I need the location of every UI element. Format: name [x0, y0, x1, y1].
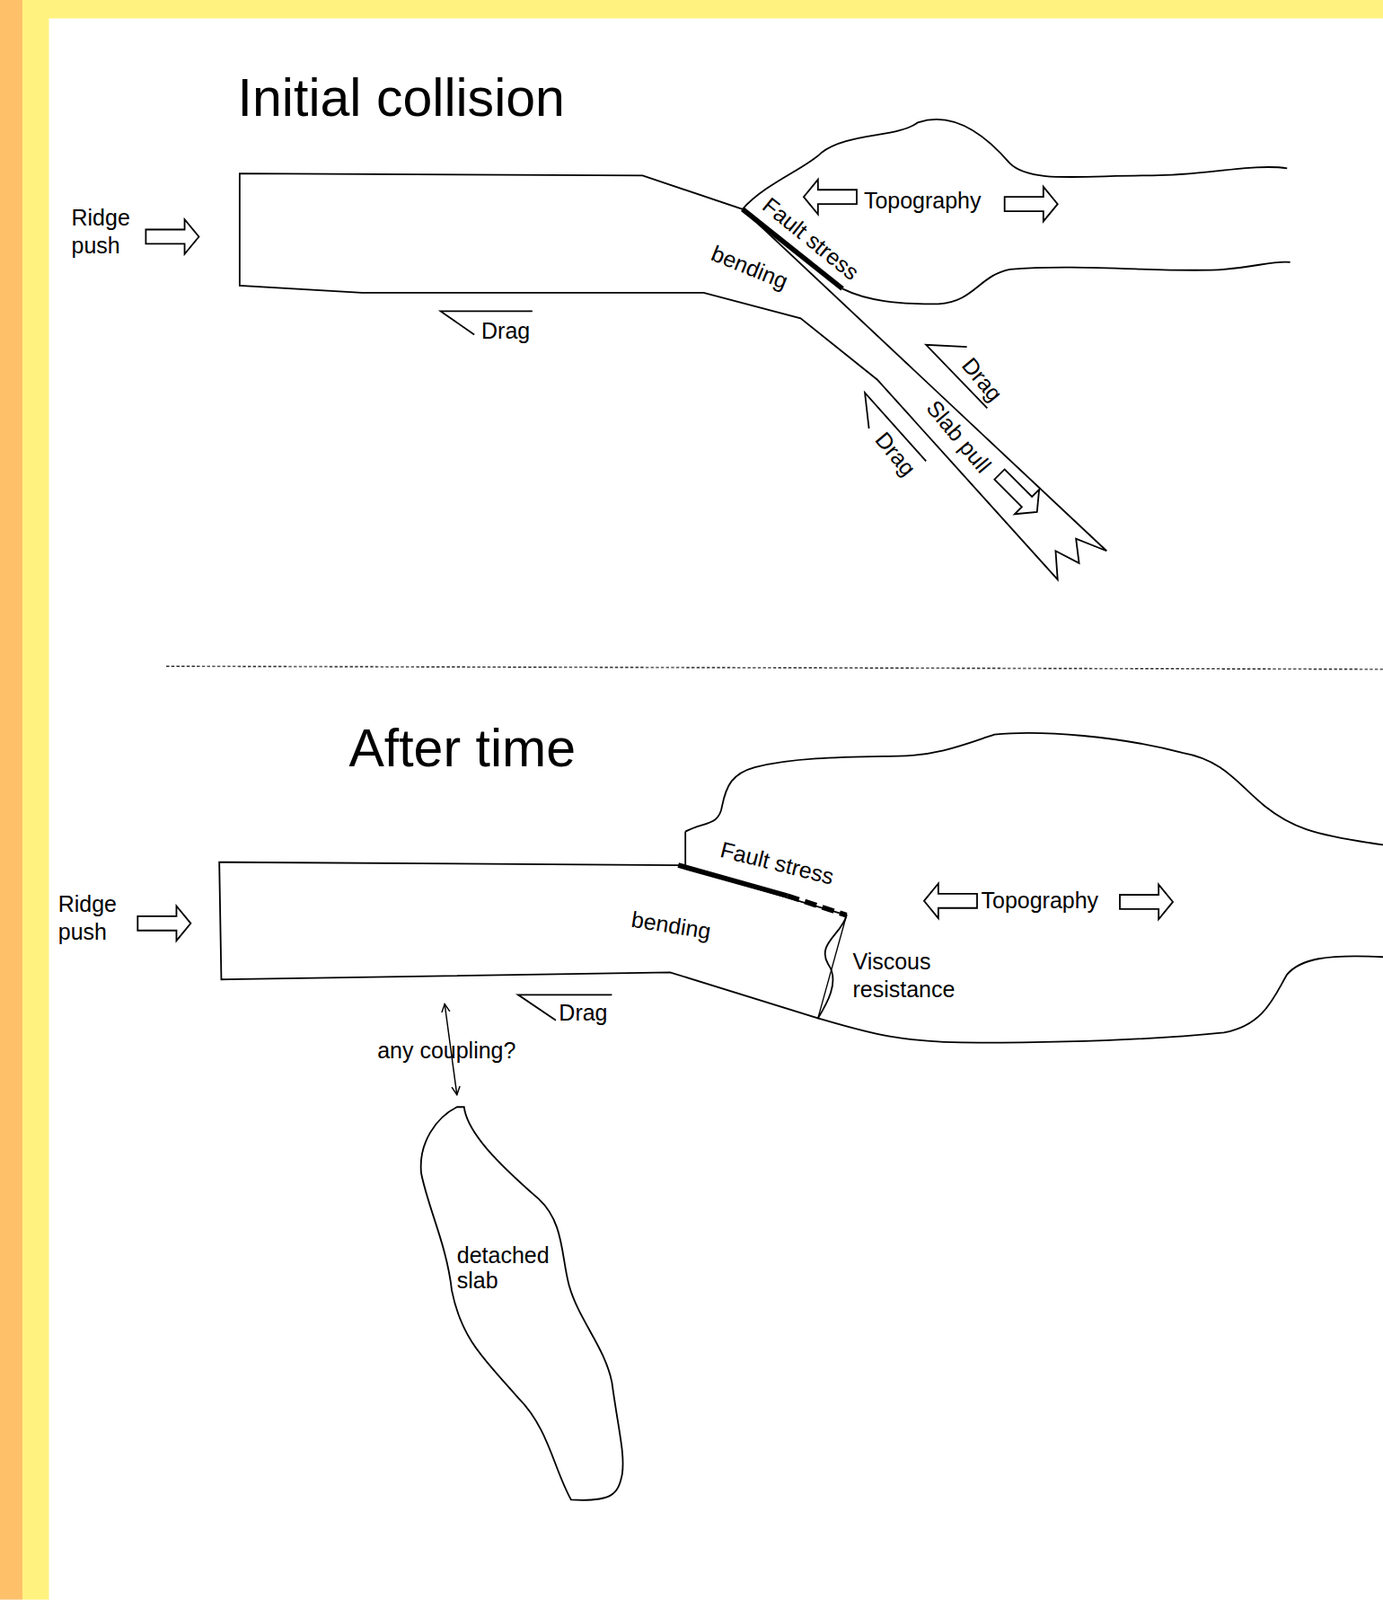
continent-edge: [684, 831, 687, 865]
continent-top: [685, 732, 1383, 845]
force-label: Drag: [481, 317, 530, 345]
force-label: Topography: [863, 186, 982, 215]
top-band: [0, 0, 1383, 18]
force-label: Drag: [558, 998, 608, 1027]
force-arrow: [145, 219, 199, 255]
force-label: Topography: [981, 886, 1100, 915]
section-heading: After time: [348, 716, 576, 778]
force-label: Ridge push: [58, 889, 135, 945]
slab-outline: detached slab: [415, 1101, 627, 1506]
slab-label: detached slab: [457, 1242, 570, 1294]
force-label: any coupling?: [377, 1036, 516, 1065]
after-time-drawing: [219, 732, 1383, 1095]
force-arrow: [1119, 884, 1173, 920]
slab-shape: [415, 1101, 627, 1506]
section-heading: Initial collision: [237, 67, 565, 129]
force-arrow: [986, 461, 1049, 524]
slab-break: [818, 915, 847, 1019]
side-strip: [0, 0, 23, 1600]
force-arrow: [137, 905, 191, 941]
slab-path: [421, 1106, 624, 1500]
force-label: Viscous resistance: [852, 947, 980, 1003]
force-arrow: [1004, 186, 1058, 222]
fault-line-dashed: [787, 895, 847, 916]
force-label: Ridge push: [70, 203, 148, 259]
continent-bottom: [842, 261, 1291, 304]
initial-collision-drawing: [239, 119, 1291, 580]
side-band: [22, 0, 50, 1600]
force-arrow: [924, 883, 978, 919]
separator: [166, 666, 1383, 670]
plate: [239, 173, 1107, 580]
force-arrow: [803, 179, 857, 215]
